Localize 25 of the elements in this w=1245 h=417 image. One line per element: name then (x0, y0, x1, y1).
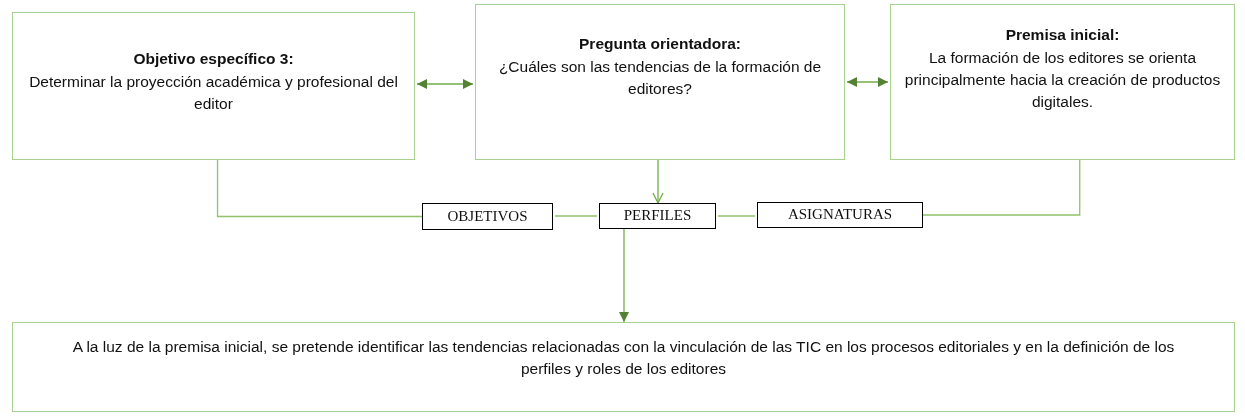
connector-line (216, 159, 423, 218)
connector-line (922, 159, 1081, 216)
text-box (475, 4, 845, 160)
category-box (422, 203, 553, 230)
category-label: PERFILES (623, 206, 692, 226)
connector-line (717, 215, 756, 217)
category-box (599, 203, 716, 229)
category-box (757, 202, 923, 228)
category-label: OBJETIVOS (447, 206, 528, 226)
box-heading: Pregunta orientadora: (579, 34, 741, 55)
box-heading: Premisa inicial: (1005, 25, 1120, 46)
arrow (619, 228, 629, 323)
box-heading: Objetivo específico 3: (133, 49, 294, 70)
connector-line (554, 215, 598, 217)
arrow (652, 159, 664, 204)
text-box (12, 322, 1235, 412)
box-text: La formación de los editores se orienta principalmente hacia la creación de productos digitales. (903, 47, 1222, 113)
category-label: ASIGNATURAS (787, 205, 893, 225)
text-box (12, 12, 415, 160)
arrow (846, 77, 889, 87)
box-text: ¿Cuáles son las tendencias de la formación de editores? (497, 56, 823, 100)
text-box (890, 4, 1235, 160)
arrow (416, 79, 474, 89)
box-text: A la luz de la premisa inicial, se pretende identificar las tendencias relacionadas con la vinculación de las TIC en los procesos editoriales y en la definición de los perfiles y roles de los editores (71, 336, 1176, 379)
box-text: Determinar la proyección académica y profesional del editor (28, 71, 399, 115)
